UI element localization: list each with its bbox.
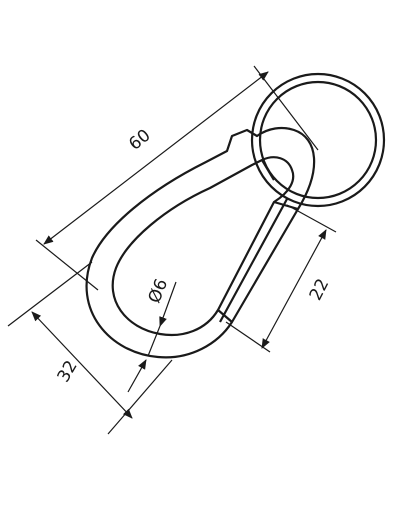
label-overall-length: 60 <box>125 126 154 155</box>
label-width: 32 <box>54 357 82 386</box>
dimension-width <box>7 261 173 435</box>
spring-gate <box>219 198 288 323</box>
carabiner-outer-contour <box>85 126 316 359</box>
carabiner-body <box>85 126 316 359</box>
leader-line-mid <box>147 325 161 357</box>
label-wire-diameter: Ø6 <box>145 276 173 306</box>
extension-line <box>286 204 337 233</box>
leader-line-top <box>159 281 177 327</box>
extension-line <box>107 359 173 435</box>
extension-line <box>7 261 93 327</box>
leader-line-bottom <box>127 359 147 393</box>
extension-line <box>35 239 99 291</box>
gate-hinge <box>217 309 233 323</box>
key-ring <box>250 72 386 208</box>
extension-line <box>253 65 319 151</box>
label-gate-length: 22 <box>306 276 334 304</box>
dimension-overall-length <box>35 65 319 291</box>
carabiner-inner-contour <box>111 156 295 336</box>
gate-tip <box>273 200 299 211</box>
dimension-gate-length <box>225 204 337 353</box>
dimension-wire-diameter <box>127 281 177 393</box>
dimension-line-22 <box>261 229 327 349</box>
dimension-line-32 <box>31 311 133 419</box>
extension-line <box>225 321 271 353</box>
dimension-line-60 <box>43 71 269 245</box>
